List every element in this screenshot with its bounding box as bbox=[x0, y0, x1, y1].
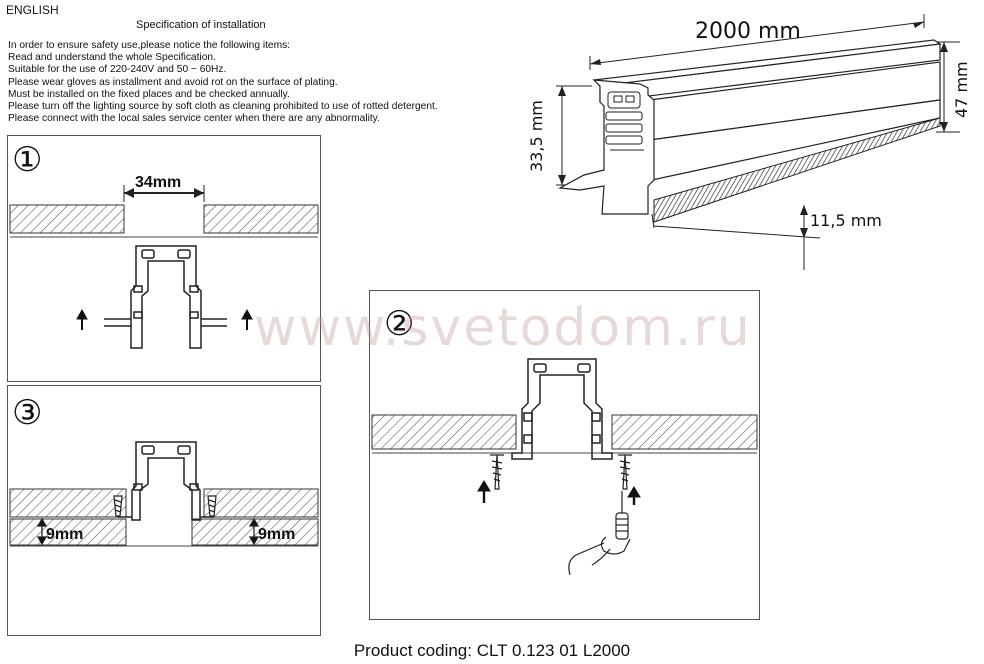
step2-number: ② bbox=[384, 305, 414, 343]
flange-dimension-label: 11,5 mm bbox=[810, 211, 882, 230]
step1-panel: ① 34mm bbox=[7, 135, 321, 382]
step2-panel: ② bbox=[369, 290, 760, 620]
step1-gap-label: 34mm bbox=[135, 174, 181, 191]
instruction-line: Read and understand the whole Specificat… bbox=[8, 52, 216, 64]
step3-number: ③ bbox=[12, 394, 42, 432]
instruction-line: In order to ensure safety use,please not… bbox=[8, 40, 291, 51]
product-coding: Product coding: CLT 0.123 01 L2000 bbox=[353, 641, 631, 660]
step3-panel: ③ 9mm bbox=[7, 385, 321, 636]
language-label: ENGLISH bbox=[6, 3, 59, 17]
profile-isometric-drawing: 2000 mm 47 mm 33,5 mm bbox=[520, 0, 984, 290]
height-total-label: 47 mm bbox=[952, 61, 971, 118]
instruction-line: Please turn off the lighting source by s… bbox=[8, 101, 438, 113]
height-body-label: 33,5 mm bbox=[527, 100, 546, 172]
step3-right-label: 9mm bbox=[258, 526, 295, 543]
instruction-line: Please wear gloves as installment and av… bbox=[8, 76, 338, 88]
length-dimension-label: 2000 mm bbox=[695, 19, 801, 44]
spec-title: Specification of installation bbox=[136, 19, 266, 31]
instruction-line: Suitable for the use of 220-240V and 50 … bbox=[8, 64, 227, 76]
instruction-line: Please connect with the local sales serv… bbox=[8, 113, 380, 125]
instructions-list: In order to ensure safety use,please not… bbox=[8, 40, 438, 125]
step3-left-label: 9mm bbox=[46, 526, 83, 543]
step1-number: ① bbox=[12, 141, 42, 179]
instruction-line: Must be installed on the fixed places an… bbox=[8, 88, 290, 100]
